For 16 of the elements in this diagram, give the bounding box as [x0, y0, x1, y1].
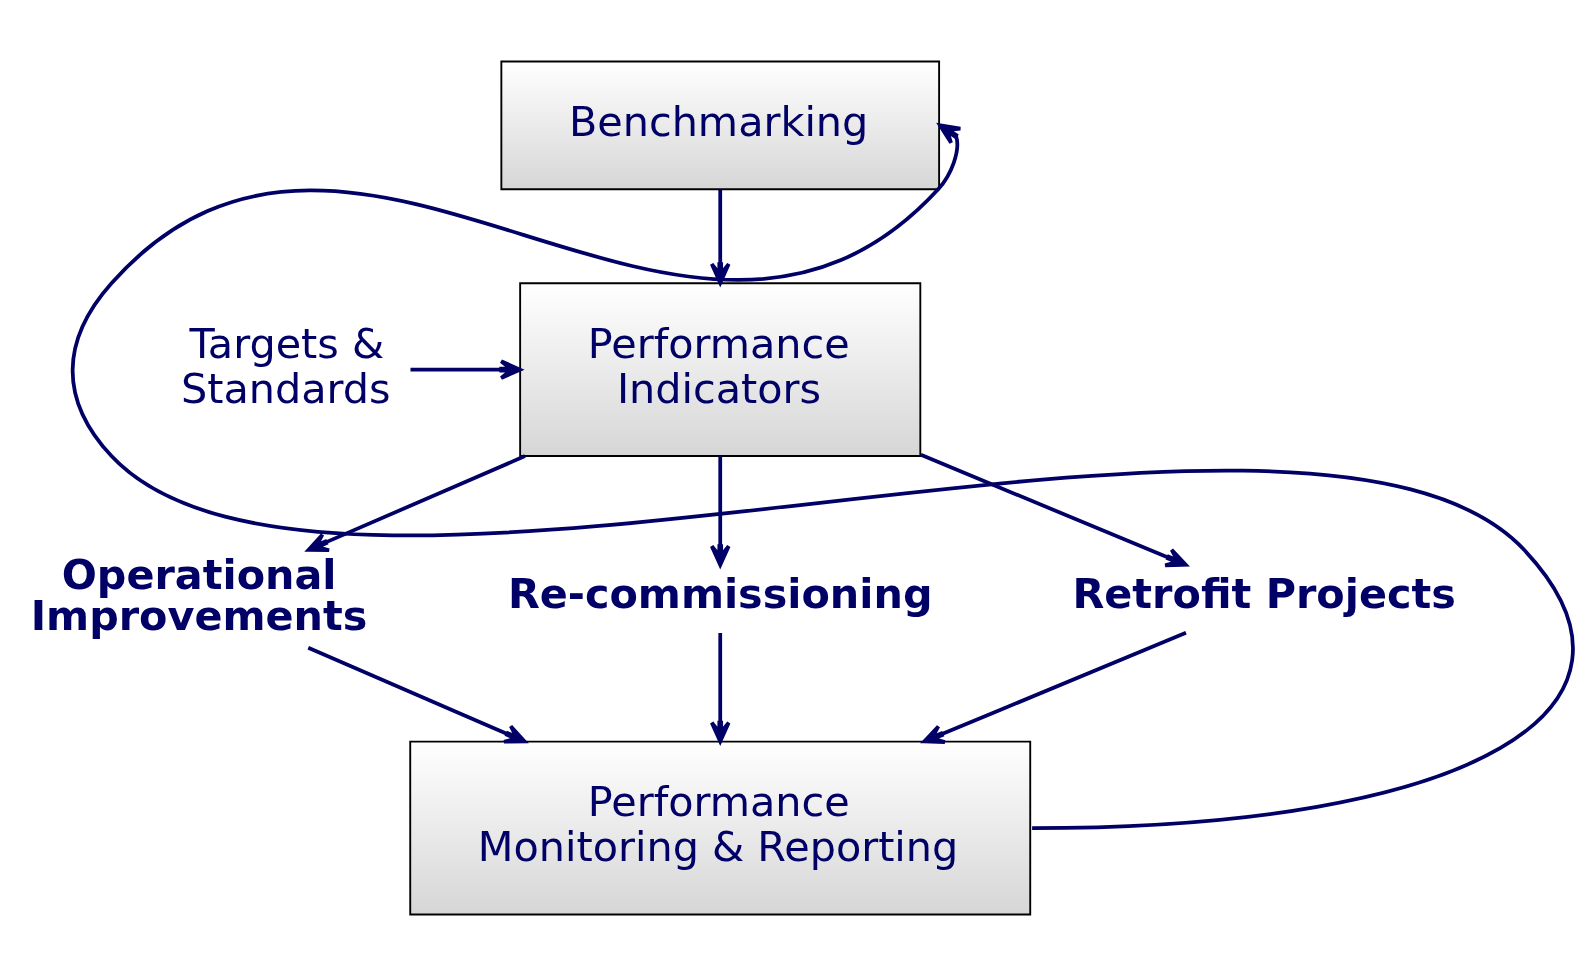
node-text: Retrofit Projects: [1072, 568, 1456, 617]
arrow: [306, 453, 526, 552]
node-box: Performance Indicators: [519, 281, 922, 457]
node-text: Re-commissioning: [507, 568, 933, 617]
arrow: [410, 358, 522, 380]
node-text: Operational Improvements: [30, 550, 368, 640]
arrow: [922, 630, 1187, 744]
node-text: Targets & Standards: [181, 319, 391, 413]
node-box: Benchmarking: [500, 60, 941, 190]
arrow: [307, 645, 527, 744]
arrow: [709, 632, 731, 743]
arrow: [709, 455, 731, 567]
arrow: [709, 189, 731, 285]
arrow: [920, 452, 1188, 567]
node-box: Performance Monitoring & Reporting: [409, 740, 1032, 915]
arrow: [70, 123, 1573, 830]
